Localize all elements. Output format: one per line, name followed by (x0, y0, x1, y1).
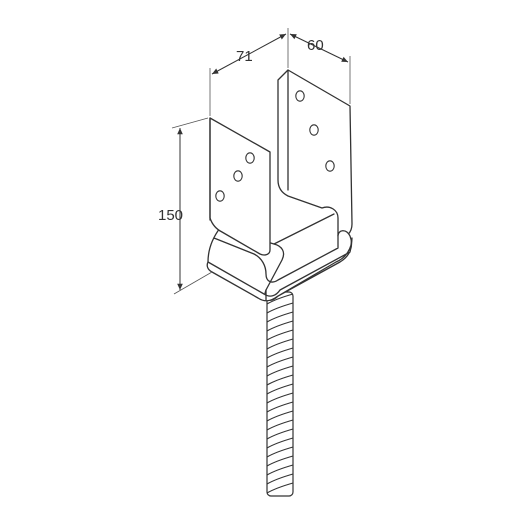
rebar-rib (266, 302, 294, 314)
front-hole-2 (233, 170, 243, 182)
back-hole-3 (325, 160, 335, 172)
depth-label: 60 (307, 37, 324, 54)
rebar-rib (266, 347, 294, 359)
rebar-rib (266, 365, 294, 377)
height-label: 150 (158, 207, 183, 224)
rebar-rib (266, 392, 294, 404)
rebar-rib (266, 410, 294, 422)
rebar-rib (266, 482, 294, 494)
rebar-rib (266, 437, 294, 449)
back-hole-1 (295, 90, 305, 102)
back-hole-2 (309, 124, 319, 136)
rebar-rib (266, 428, 294, 440)
rebar-rib (266, 383, 294, 395)
rebar-rib (266, 455, 294, 467)
rebar-rib (266, 473, 294, 485)
front-hole-3 (215, 190, 225, 202)
u-bracket (206, 69, 353, 302)
rebar-rib (266, 374, 294, 386)
rebar-rib (266, 464, 294, 476)
rebar-rib (266, 419, 294, 431)
rebar-rib (266, 311, 294, 323)
width-label: 71 (236, 48, 253, 65)
dimension-depth: 60 (289, 33, 351, 104)
rebar-rib (266, 329, 294, 341)
rebar-rib (266, 293, 294, 305)
rebar-ribs (266, 293, 294, 494)
front-hole-1 (245, 152, 255, 164)
rebar-rib (266, 446, 294, 458)
dimension-width: 71 (209, 28, 289, 116)
u-base-front (206, 237, 353, 302)
dimension-height: 150 (158, 117, 213, 295)
rebar-rib (266, 401, 294, 413)
back-plate (277, 69, 353, 238)
rebar-rib (266, 338, 294, 350)
front-plate (209, 117, 271, 256)
rebar-anchor (266, 291, 294, 497)
rebar-rib (266, 356, 294, 368)
rebar-rib (266, 320, 294, 332)
u-base-inner-edge (273, 213, 335, 245)
